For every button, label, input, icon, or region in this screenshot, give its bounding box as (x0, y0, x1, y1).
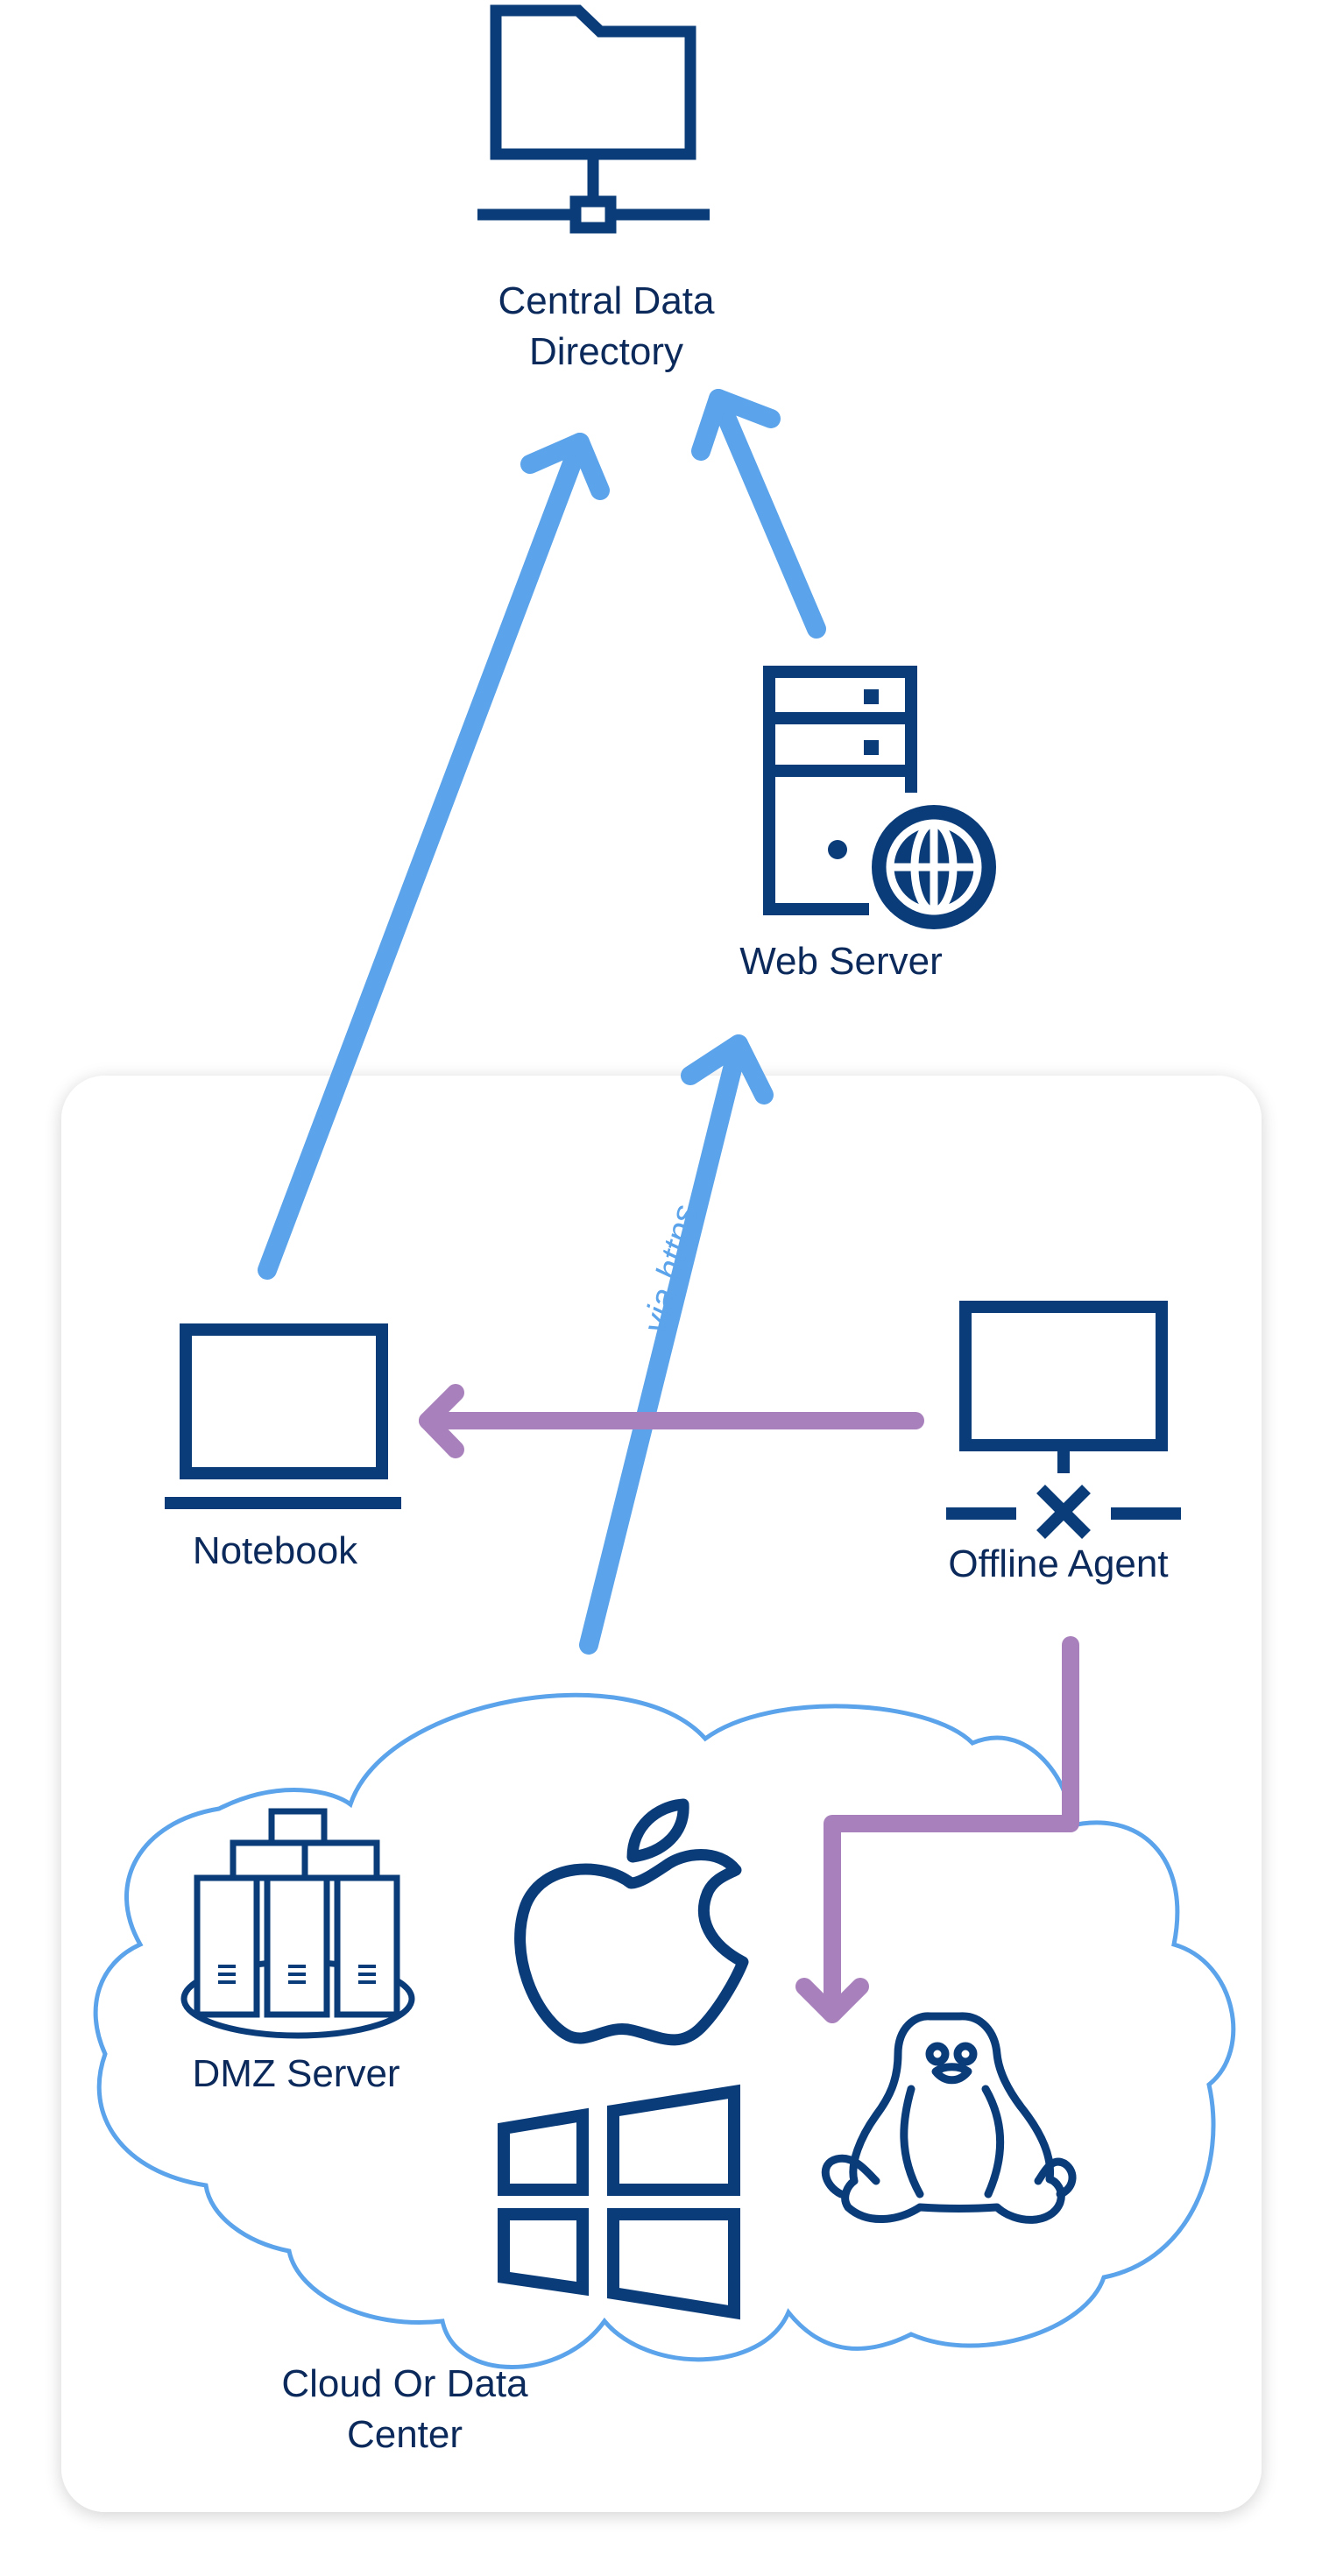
apple-icon (514, 1798, 749, 2046)
disconnected-monitor-icon (946, 1301, 1181, 1539)
web-server-label: Web Server (739, 940, 943, 983)
arrow-notebook-to-directory (258, 433, 610, 1280)
offline-agent-label: Offline Agent (948, 1542, 1168, 1585)
cloud-label-line2: Center (347, 2413, 463, 2456)
arrow-agent-to-notebook (419, 1384, 924, 1458)
laptop-icon (165, 1323, 401, 1509)
central-directory-label-line1: Central Data (498, 279, 715, 322)
notebook-label: Notebook (193, 1529, 358, 1572)
arrow-webserver-to-directory (691, 389, 826, 639)
web-server-icon (763, 666, 996, 929)
cloud-group (93, 1692, 1236, 2369)
cloud-label-line1: Cloud Or Data (281, 2362, 528, 2405)
linux-tux-icon (821, 2012, 1077, 2224)
arrow-cloud-to-webserver (579, 1034, 774, 1655)
central-directory-label-line2: Directory (529, 330, 683, 373)
arrow-agent-to-linux (795, 1636, 1079, 2023)
network-folder-icon (477, 4, 710, 234)
windows-icon (498, 2084, 740, 2320)
dmz-server-label: DMZ Server (192, 2052, 399, 2095)
server-cluster-icon (180, 1808, 415, 2039)
